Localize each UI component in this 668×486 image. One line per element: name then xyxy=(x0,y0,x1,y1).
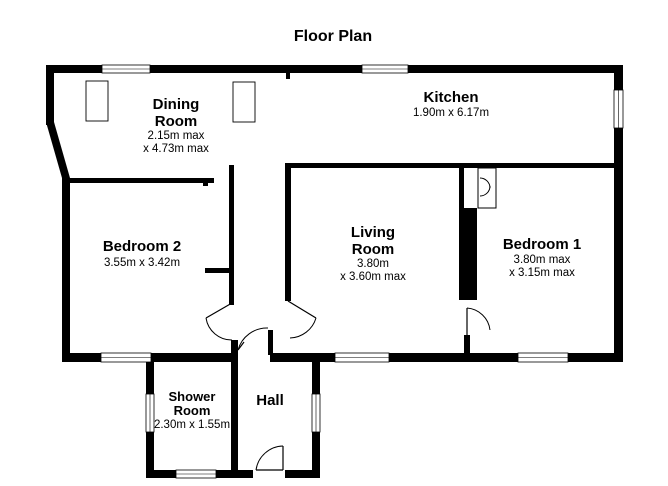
living-name-2: Room xyxy=(352,241,395,258)
door-bedroom1 xyxy=(466,307,491,331)
dining-dims-1: 2.15m max xyxy=(148,130,205,142)
wall-top-nib xyxy=(286,73,290,79)
wall-bedroom1-lower xyxy=(464,335,470,355)
door-front xyxy=(255,445,284,471)
plan-title: Floor Plan xyxy=(294,28,372,45)
wall-bedroom2-closet xyxy=(205,268,233,273)
kitchen-name: Kitchen xyxy=(423,89,478,106)
wall-left-lower xyxy=(62,178,70,362)
door-bedroom2 xyxy=(205,302,233,319)
shower-name-1: Shower xyxy=(169,389,216,404)
skylight-left xyxy=(85,80,109,122)
door-hall-inner xyxy=(237,327,269,351)
bedroom1-dims-2: x 3.15m max xyxy=(509,267,575,279)
wall-left-upper xyxy=(46,65,54,125)
wall-bedroom2-nib xyxy=(203,178,208,186)
living-name-1: Living xyxy=(351,224,395,241)
bedroom1-name: Bedroom 1 xyxy=(503,236,581,253)
living-dims-1: 3.80m xyxy=(357,258,389,270)
kitchen-dims: 1.90m x 6.17m xyxy=(413,107,489,119)
dining-name-2: Room xyxy=(155,113,198,130)
wall-bottom-right xyxy=(270,353,623,362)
wall-right xyxy=(614,65,623,362)
wall-living-left xyxy=(285,163,291,301)
chimney-breast xyxy=(459,208,477,300)
door-living xyxy=(289,317,317,339)
wardrobe xyxy=(477,167,497,209)
wall-living-top xyxy=(285,163,622,168)
wall-left-slant xyxy=(46,122,70,178)
bedroom2-dims: 3.55m x 3.42m xyxy=(104,257,180,269)
shower-name-2: Room xyxy=(174,403,211,418)
shower-dims: 2.30m x 1.55m xyxy=(154,419,230,431)
dining-dims-2: x 4.73m max xyxy=(143,143,209,155)
windows xyxy=(100,64,624,479)
bedroom1-dims-1: 3.80m max xyxy=(514,254,571,266)
wall-bedroom2-right xyxy=(229,165,234,305)
room-labels: Kitchen 1.90m x 6.17m Dining Room 2.15m … xyxy=(103,89,581,431)
dining-name-1: Dining xyxy=(153,96,200,113)
doors xyxy=(205,177,491,471)
hall-name: Hall xyxy=(256,392,284,409)
bedroom2-name: Bedroom 2 xyxy=(103,238,181,255)
wall-top xyxy=(46,65,623,73)
living-dims-2: x 3.60m max xyxy=(340,271,406,283)
wall-hall-stub xyxy=(268,330,273,355)
wall-bedroom2-top xyxy=(66,178,214,183)
wall-shower-right xyxy=(231,340,238,478)
skylight-right xyxy=(232,81,256,123)
wall-hall-bottom xyxy=(285,470,320,478)
